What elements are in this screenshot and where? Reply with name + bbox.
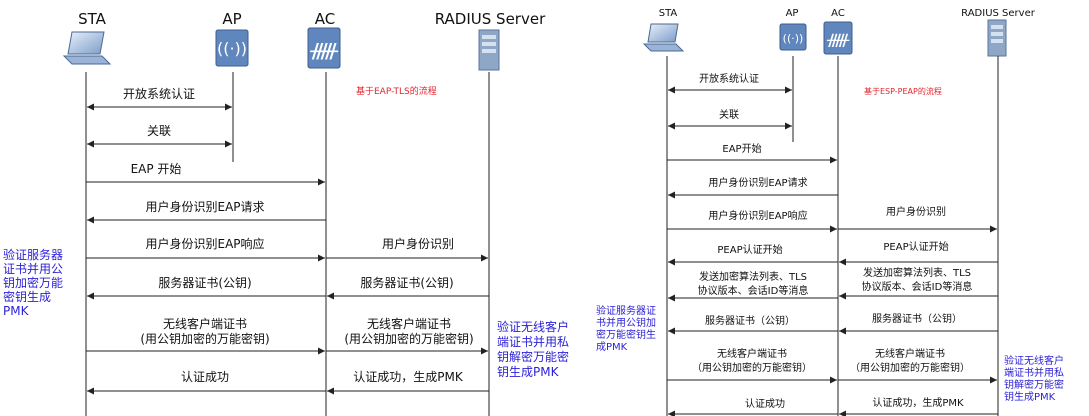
right-msg-tls-list-radius-1: 发送加密算法列表、TLS (863, 266, 971, 279)
left-msg-id-response: 用户身份识别EAP响应 (145, 236, 264, 251)
left-entity-radius: RADIUS Server (435, 10, 546, 28)
right-msg-id-request: 用户身份识别EAP请求 (708, 176, 807, 189)
left-msg-open-auth: 开放系统认证 (123, 86, 195, 101)
left-msg-associate: 关联 (147, 124, 171, 138)
left-sta-note: 验证服务器 证书并用公 钥加密万能 密钥生成 PMK (3, 248, 64, 318)
left-msg-client-cert-1: 无线客户端证书 (163, 316, 247, 331)
left-radius-note: 验证无线客户 端证书并用私 钥解密万能密 钥生成PMK (497, 320, 570, 379)
right-diagram: STA AP AC RADIUS Server ((·)) ᚏ 基于ESP-PE… (642, 8, 1036, 416)
access-point-icon: ((·)) (779, 23, 807, 51)
left-diagram: STA AP AC RADIUS Server ((·)) ᚏ 基于EAP-TL… (62, 10, 546, 416)
access-controller-icon: ᚏ (823, 21, 853, 55)
right-msg-client-cert-radius-2: （用公钥加密的万能密钥） (850, 361, 970, 374)
left-msg-eap-start: EAP 开始 (131, 162, 182, 176)
right-radius-note: 验证无线客户 端证书并用私 钥解密万能密 钥生成PMK (1004, 356, 1064, 403)
right-msg-server-cert-radius: 服务器证书（公钥） (872, 312, 962, 325)
left-msg-id-request: 用户身份识别EAP请求 (145, 199, 264, 214)
left-msg-auth-success: 认证成功 (181, 370, 229, 384)
right-msg-auth-success: 认证成功 (745, 397, 785, 410)
right-caption: 基于ESP-PEAP的流程 (864, 86, 942, 96)
left-msg-client-cert-2: (用公钥加密的万能密钥) (140, 331, 269, 346)
server-icon (478, 29, 500, 71)
laptop-icon (62, 31, 112, 65)
right-entity-radius: RADIUS Server (961, 8, 1036, 19)
left-caption: 基于EAP-TLS的流程 (356, 85, 437, 97)
right-msg-identity: 用户身份识别 (886, 205, 946, 218)
left-entity-ap: AP (222, 10, 241, 28)
right-entity-ac: AC (831, 8, 845, 19)
laptop-icon (642, 23, 685, 52)
svg-text:((·)): ((·)) (783, 32, 804, 45)
right-msg-server-cert-ac: 服务器证书（公钥） (705, 314, 795, 327)
right-msg-id-response: 用户身份识别EAP响应 (708, 209, 807, 222)
right-msg-peap-start-ac: PEAP认证开始 (717, 243, 782, 256)
right-entity-sta: STA (659, 8, 678, 19)
right-msg-tls-list-radius-2: 协议版本、会话ID等消息 (862, 280, 973, 293)
right-msg-auth-success-pmk: 认证成功，生成PMK (872, 396, 964, 409)
left-msg-identity: 用户身份识别 (382, 236, 454, 251)
right-msg-client-cert-radius-1: 无线客户端证书 (875, 347, 945, 360)
right-entity-ap: AP (786, 8, 799, 19)
svg-text:ᚏ: ᚏ (309, 38, 338, 62)
left-msg-server-cert-radius: 服务器证书(公钥) (360, 275, 453, 290)
server-icon (987, 19, 1007, 57)
svg-text:((·)): ((·)) (217, 39, 247, 58)
right-msg-tls-list-1: 发送加密算法列表、TLS (699, 270, 807, 283)
right-msg-eap-start: EAP开始 (722, 142, 761, 155)
left-msg-client-cert-radius-1: 无线客户端证书 (367, 316, 451, 331)
right-msg-associate: 关联 (719, 108, 739, 121)
right-msg-client-cert-2: （用公钥加密的万能密钥） (692, 361, 812, 374)
right-sta-note: 验证服务器证 书并用公钥加 密万能密钥生 成PMK (596, 306, 656, 353)
right-msg-client-cert-1: 无线客户端证书 (717, 347, 787, 360)
right-msg-open-auth: 开放系统认证 (699, 72, 759, 85)
left-msg-auth-success-pmk: 认证成功，生成PMK (353, 370, 464, 384)
left-entity-sta: STA (78, 10, 107, 28)
right-msg-tls-list-2: 协议版本、会话ID等消息 (698, 284, 809, 297)
left-entity-ac: AC (315, 10, 335, 28)
left-msg-client-cert-radius-2: (用公钥加密的万能密钥) (344, 331, 473, 346)
svg-text:ᚏ: ᚏ (826, 30, 850, 49)
access-point-icon: ((·)) (215, 29, 249, 67)
access-controller-icon: ᚏ (307, 27, 341, 69)
right-msg-peap-start-radius: PEAP认证开始 (883, 240, 948, 253)
left-msg-server-cert-ac: 服务器证书(公钥) (158, 275, 251, 290)
